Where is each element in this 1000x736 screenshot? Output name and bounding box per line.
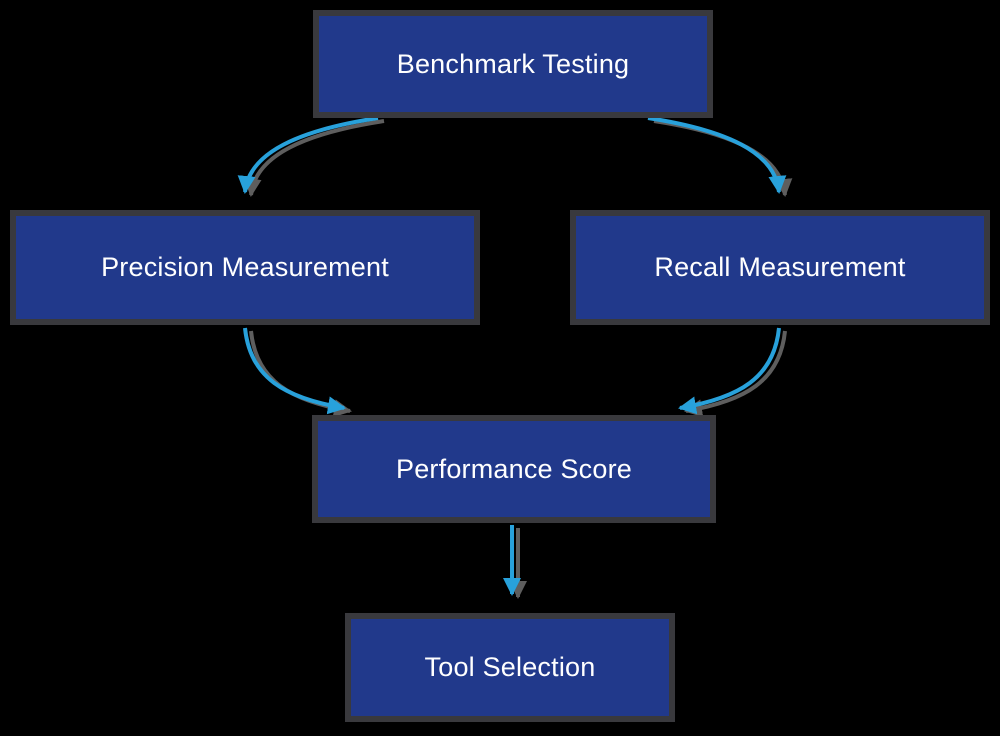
node-performance-score-label: Performance Score — [396, 453, 632, 484]
node-performance-score[interactable]: Performance Score — [312, 415, 716, 523]
edge-benchmark-to-precision — [237, 116, 379, 194]
node-tool-selection[interactable]: Tool Selection — [345, 613, 675, 722]
node-recall-measurement-label: Recall Measurement — [654, 252, 906, 282]
node-tool-selection-label: Tool Selection — [424, 652, 596, 682]
node-recall-measurement[interactable]: Recall Measurement — [570, 210, 990, 325]
node-benchmark-testing-label: Benchmark Testing — [396, 48, 630, 79]
node-benchmark-testing[interactable]: Benchmark Testing — [313, 10, 713, 118]
node-precision-measurement[interactable]: Precision Measurement — [10, 210, 480, 325]
edge-precision-to-performance — [243, 327, 346, 415]
edge-benchmark-to-recall — [647, 116, 787, 194]
node-precision-measurement-label: Precision Measurement — [101, 252, 389, 282]
edge-recall-to-performance — [678, 327, 781, 415]
